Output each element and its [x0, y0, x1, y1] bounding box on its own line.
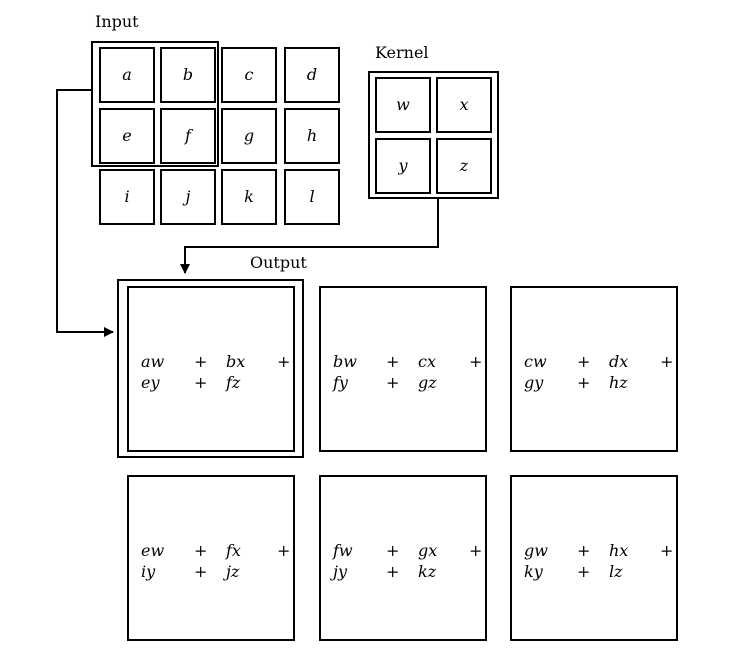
- output-term: gz: [418, 373, 437, 392]
- output-term: ey: [141, 373, 160, 392]
- kernel-cell: [436, 77, 492, 133]
- input-to-output-arrow: [56, 89, 114, 337]
- plus-sign: +: [386, 541, 399, 560]
- kernel-cell: [375, 138, 431, 194]
- output-term: jz: [223, 562, 240, 581]
- input-cell-label: c: [245, 65, 254, 84]
- input-cell-label: f: [184, 126, 194, 145]
- output-highlight-frame: [117, 279, 304, 458]
- output-term: hx: [609, 541, 628, 560]
- output-term: bx: [226, 352, 245, 371]
- kernel-cell: [375, 77, 431, 133]
- plus-sign: +: [386, 562, 399, 581]
- output-term: kz: [418, 562, 437, 581]
- output-label: Output: [250, 253, 307, 272]
- output-cell: [319, 286, 487, 452]
- output-cell: [510, 475, 678, 641]
- input-cell: [284, 108, 340, 164]
- output-term: jy: [330, 562, 348, 581]
- input-cell: [284, 169, 340, 225]
- kernel-label: Kernel: [375, 43, 429, 62]
- plus-sign: +: [386, 352, 399, 371]
- plus-sign: +: [277, 352, 290, 371]
- input-cell: [99, 108, 155, 164]
- plus-sign: +: [469, 352, 482, 371]
- input-cell-label: d: [307, 65, 317, 84]
- input-cell-label: i: [124, 187, 129, 206]
- kernel-frame: [368, 71, 499, 199]
- plus-sign: +: [660, 352, 673, 371]
- kernel-cell-label: y: [397, 156, 408, 175]
- output-cell: [510, 286, 678, 452]
- input-cell-label: e: [122, 126, 131, 145]
- output-term: gx: [418, 541, 437, 560]
- output-term: fw: [332, 541, 353, 560]
- input-cell: [160, 108, 216, 164]
- output-term: fy: [332, 373, 349, 392]
- input-cell: [221, 169, 277, 225]
- output-term: gy: [524, 373, 544, 392]
- input-label: Input: [95, 12, 139, 31]
- input-cell-label: b: [183, 65, 193, 84]
- output-grid: aw + bx + ey + fz bw + cx + fy + gz cw + dx + gy + hz ew + fx + i…: [127, 286, 678, 641]
- input-grid: a b c d e f g h i j k l: [99, 47, 340, 225]
- plus-sign: +: [194, 373, 207, 392]
- plus-sign: +: [277, 541, 290, 560]
- kernel-cell: [436, 138, 492, 194]
- input-cell-label: h: [307, 126, 317, 145]
- output-cell: [127, 475, 295, 641]
- output-cell: [319, 475, 487, 641]
- plus-sign: +: [194, 541, 207, 560]
- output-term: cx: [418, 352, 436, 371]
- kernel-to-output-arrow: [180, 197, 439, 274]
- plus-sign: +: [577, 352, 590, 371]
- output-term: bw: [333, 352, 357, 371]
- output-term: dx: [609, 352, 628, 371]
- input-cell: [221, 47, 277, 103]
- plus-sign: +: [577, 373, 590, 392]
- output-term: lz: [609, 562, 623, 581]
- input-cell: [284, 47, 340, 103]
- kernel-cell-label: x: [459, 95, 468, 114]
- plus-sign: +: [469, 541, 482, 560]
- plus-sign: +: [194, 562, 207, 581]
- output-term: gw: [524, 541, 548, 560]
- input-cell-label: j: [183, 187, 191, 206]
- kernel-cell-label: w: [396, 95, 410, 114]
- plus-sign: +: [577, 562, 590, 581]
- output-term: iy: [141, 562, 156, 581]
- output-term: fx: [225, 541, 241, 560]
- plus-sign: +: [660, 541, 673, 560]
- output-term: cw: [524, 352, 547, 371]
- kernel-cell-label: z: [459, 156, 469, 175]
- input-cell-label: l: [309, 187, 314, 206]
- output-term: hz: [609, 373, 628, 392]
- plus-sign: +: [194, 352, 207, 371]
- plus-sign: +: [386, 373, 399, 392]
- input-cell: [160, 169, 216, 225]
- plus-sign: +: [577, 541, 590, 560]
- output-term: ky: [524, 562, 544, 581]
- output-term: ew: [141, 541, 164, 560]
- input-cell-label: g: [244, 126, 254, 145]
- input-cell: [221, 108, 277, 164]
- output-cell: [127, 286, 295, 452]
- input-receptive-field-frame: [91, 41, 219, 167]
- kernel-grid: w x y z: [375, 77, 492, 194]
- input-cell: [160, 47, 216, 103]
- input-cell: [99, 169, 155, 225]
- input-cell-label: k: [244, 187, 254, 206]
- output-term: fz: [225, 373, 241, 392]
- output-term: aw: [141, 352, 165, 371]
- input-cell: [99, 47, 155, 103]
- input-cell-label: a: [122, 65, 132, 84]
